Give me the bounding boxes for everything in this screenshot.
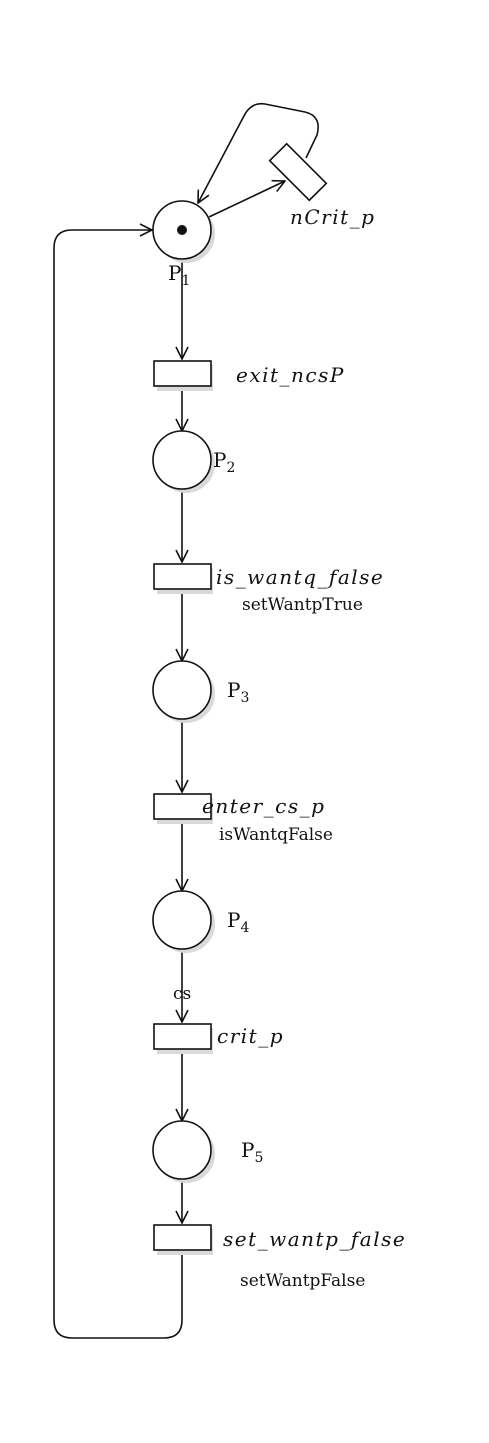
arcs [53, 102, 319, 1339]
arc-label-cs: cs [173, 984, 191, 1004]
place-label-p1: P1 [168, 261, 190, 289]
place-p5: P5 [152, 1120, 263, 1183]
transition-guard-set-wantp-false: setWantpFalse [240, 1271, 365, 1291]
place-p2: P2 [152, 430, 235, 493]
transition-label-crit-p: crit_p [217, 1024, 284, 1048]
place-label-p4: P4 [227, 908, 249, 936]
transition-crit-p: crit_p [153, 1023, 284, 1054]
place-p4: P4 [152, 890, 249, 953]
transition-is-wantq-false: is_wantq_false setWantpTrue [153, 563, 384, 615]
place-p1: P1 [152, 200, 215, 289]
place-p3: P3 [152, 660, 249, 723]
place-label-p2: P2 [213, 448, 235, 476]
transition-exit-ncsp: exit_ncsP [153, 360, 345, 391]
place-label-p3: P3 [227, 678, 249, 706]
arc-ncrit-p-p1 [198, 102, 319, 203]
place-label-p5: P5 [241, 1138, 263, 1166]
places: P1 P2 P3 P4 P5 [152, 200, 263, 1183]
transition-label-ncrit-p: nCrit_p [290, 205, 375, 229]
token [177, 225, 187, 235]
transition-set-wantp-false: set_wantp_false setWantpFalse [153, 1224, 406, 1291]
arc-p1-ncrit-p [208, 181, 285, 218]
transition-ncrit-p: nCrit_p [268, 142, 375, 229]
transitions: nCrit_p exit_ncsP is_wantq_false setWant… [153, 142, 406, 1291]
transition-label-is-wantq-false: is_wantq_false [216, 565, 384, 589]
transition-label-set-wantp-false: set_wantp_false [223, 1227, 406, 1251]
transition-guard-enter-cs-p: isWantqFalse [219, 825, 333, 845]
transition-label-enter-cs-p: enter_cs_p [202, 794, 325, 818]
transition-guard-is-wantq-false: setWantpTrue [242, 595, 363, 615]
transition-label-exit-ncsp: exit_ncsP [236, 363, 345, 387]
transition-enter-cs-p: enter_cs_p isWantqFalse [153, 793, 333, 845]
arc-set-wantp-false-p1 [53, 230, 183, 1339]
